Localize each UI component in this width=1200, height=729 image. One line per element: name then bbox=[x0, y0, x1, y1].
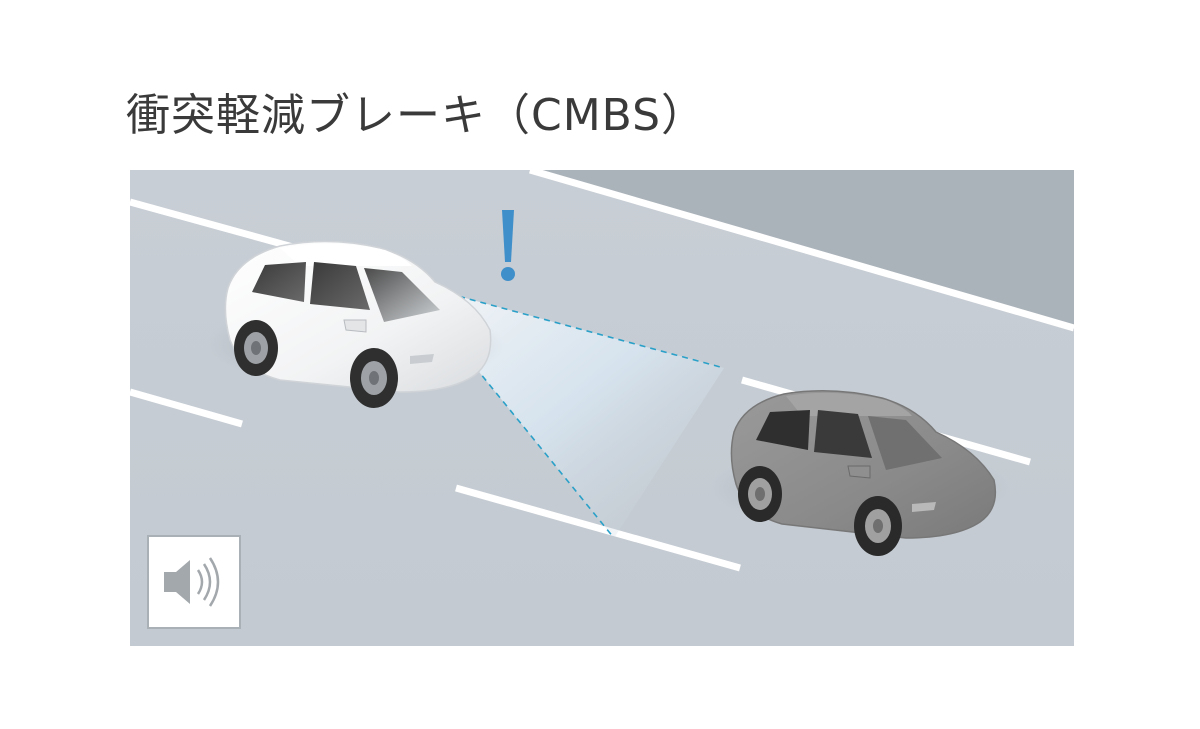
scene-svg bbox=[130, 170, 1074, 646]
gray-car bbox=[710, 390, 1010, 556]
white-car bbox=[205, 240, 505, 408]
speaker-icon bbox=[147, 535, 241, 629]
lane-line bbox=[455, 484, 741, 572]
lane-line bbox=[130, 388, 243, 428]
cmbs-illustration bbox=[130, 170, 1074, 646]
page-title: 衝突軽減ブレーキ（CMBS） bbox=[126, 90, 707, 141]
exclamation-icon bbox=[501, 210, 515, 281]
road-edge-line bbox=[529, 170, 1074, 332]
